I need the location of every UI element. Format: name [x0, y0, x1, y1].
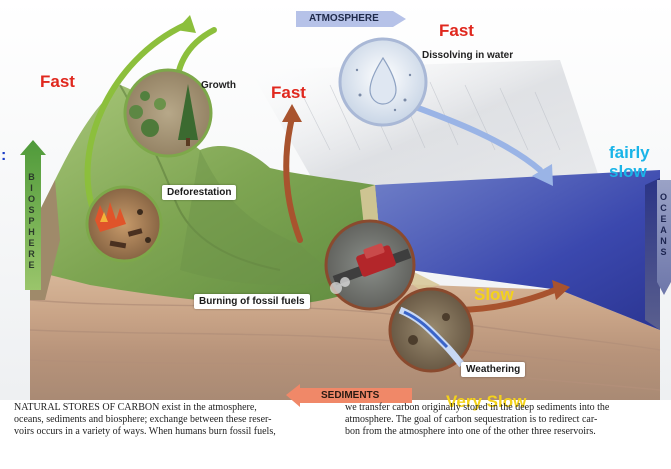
label-growth: Growth: [201, 80, 236, 91]
vertical-letter: O: [28, 194, 35, 205]
vertical-letter: S: [661, 247, 667, 258]
caption-right: we transfer carbon originally stored in …: [345, 402, 671, 438]
label-oceans: OCEANS: [660, 192, 667, 258]
vertical-letter: E: [29, 260, 35, 271]
speed-fairly-slow: fairly slow: [609, 143, 650, 181]
vertical-letter: E: [661, 214, 667, 225]
vertical-letter: C: [660, 203, 667, 214]
caption-right-line2: atmosphere. The goal of carbon sequestra…: [345, 414, 671, 426]
speed-fast-fossil: Fast: [271, 83, 306, 103]
label-biosphere: BIOSPHERE: [28, 172, 35, 271]
label-burning: Burning of fossil fuels: [194, 294, 310, 309]
label-dissolving: Dissolving in water: [422, 50, 513, 61]
stray-colon: :: [1, 147, 6, 165]
caption-lead: NATURAL STORES OF CARBON: [14, 402, 159, 413]
deforestation-vignette: [87, 187, 161, 261]
vertical-letter: B: [28, 172, 35, 183]
speed-fast-biosphere: Fast: [40, 72, 75, 92]
caption-left-line1: NATURAL STORES OF CARBON exist in the at…: [14, 402, 334, 414]
caption-left-line1-text: exist in the atmosphere,: [159, 402, 256, 413]
label-sediments: SEDIMENTS: [321, 390, 379, 401]
vertical-letter: N: [660, 236, 667, 247]
vertical-letter: P: [29, 216, 35, 227]
speed-slow: Slow: [474, 285, 514, 305]
speed-fairly-slow-line2: slow: [609, 162, 650, 181]
label-atmosphere: ATMOSPHERE: [309, 13, 379, 24]
caption-left-line2: oceans, sediments and biosphere; exchang…: [14, 414, 334, 426]
vertical-letter: R: [28, 249, 35, 260]
vertical-letter: I: [30, 183, 33, 194]
vertical-letter: A: [660, 225, 667, 236]
caption-left-line3: voirs occurs in a variety of ways. When …: [14, 426, 334, 438]
speed-fairly-slow-line1: fairly: [609, 143, 650, 162]
label-weathering: Weathering: [461, 362, 525, 377]
burning-vignette: [326, 221, 414, 309]
vertical-letter: H: [28, 227, 35, 238]
label-deforestation: Deforestation: [162, 185, 236, 200]
vertical-letter: O: [660, 192, 667, 203]
weathering-vignette: [390, 289, 472, 371]
caption-right-line1: we transfer carbon originally stored in …: [345, 402, 671, 414]
vertical-letter: E: [29, 238, 35, 249]
dissolving-vignette: [340, 39, 426, 125]
caption-right-line3: bon from the atmosphere into one of the …: [345, 426, 671, 438]
caption-left: NATURAL STORES OF CARBON exist in the at…: [14, 402, 334, 438]
growth-vignette: [125, 70, 211, 156]
vertical-letter: S: [29, 205, 35, 216]
speed-fast-dissolving: Fast: [439, 21, 474, 41]
